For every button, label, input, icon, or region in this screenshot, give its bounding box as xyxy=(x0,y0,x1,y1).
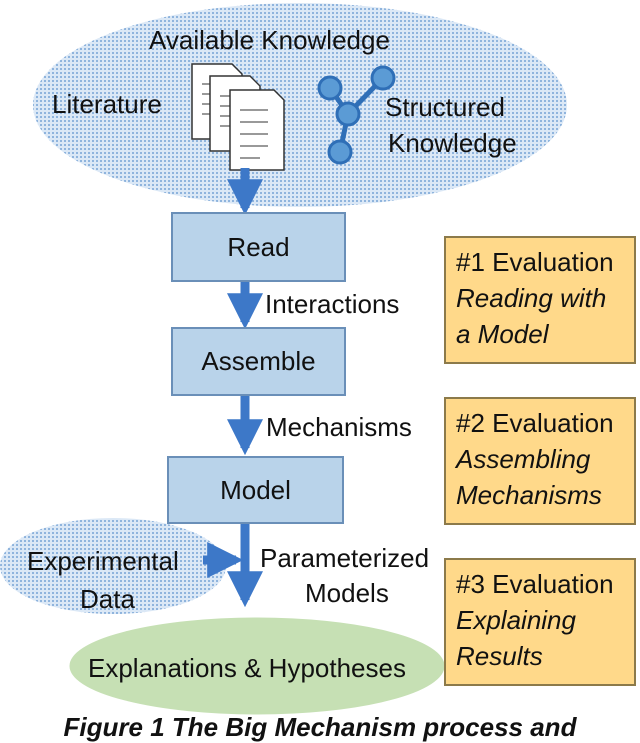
evaluation-box-2: #2 Evaluation Assembling Mechanisms xyxy=(444,397,636,525)
model-box: Model xyxy=(167,456,344,524)
output-label: Explanations & Hypotheses xyxy=(88,653,406,683)
documents-icon xyxy=(191,63,285,171)
evaluation-3-line2: Results xyxy=(456,641,543,671)
figure-caption: Figure 1 The Big Mechanism process and xyxy=(63,712,577,742)
evaluation-3-title: #3 Evaluation xyxy=(456,569,614,599)
evaluation-3-line1: Explaining xyxy=(456,605,576,635)
literature-label: Literature xyxy=(52,89,162,119)
graph-icon xyxy=(317,65,396,165)
evaluation-box-3: #3 Evaluation Explaining Results xyxy=(444,558,636,686)
evaluation-1-title: #1 Evaluation xyxy=(456,247,614,277)
evaluation-1-line1: Reading with xyxy=(456,283,607,313)
evaluation-1-line2: a Model xyxy=(456,319,549,349)
read-box: Read xyxy=(171,212,346,282)
experimental-label: Experimental xyxy=(27,546,179,576)
evaluation-box-1: #1 Evaluation Reading with a Model xyxy=(444,236,636,364)
evaluation-2-line1: Assembling xyxy=(456,444,591,474)
parameterized-label: Parameterized xyxy=(260,543,430,573)
assemble-box: Assemble xyxy=(171,327,346,396)
structured-knowledge-label-1: Structured xyxy=(385,92,505,122)
models-label: Models xyxy=(305,578,389,608)
structured-knowledge-label-2: Knowledge xyxy=(388,128,517,158)
interactions-label: Interactions xyxy=(265,289,400,319)
available-knowledge-title: Available Knowledge xyxy=(149,25,390,55)
evaluation-2-line2: Mechanisms xyxy=(456,480,602,510)
experimental-data-cloud xyxy=(0,518,226,614)
mechanisms-label: Mechanisms xyxy=(266,412,412,442)
evaluation-2-title: #2 Evaluation xyxy=(456,408,614,438)
available-knowledge-cloud xyxy=(33,3,567,207)
data-label: Data xyxy=(80,584,135,614)
